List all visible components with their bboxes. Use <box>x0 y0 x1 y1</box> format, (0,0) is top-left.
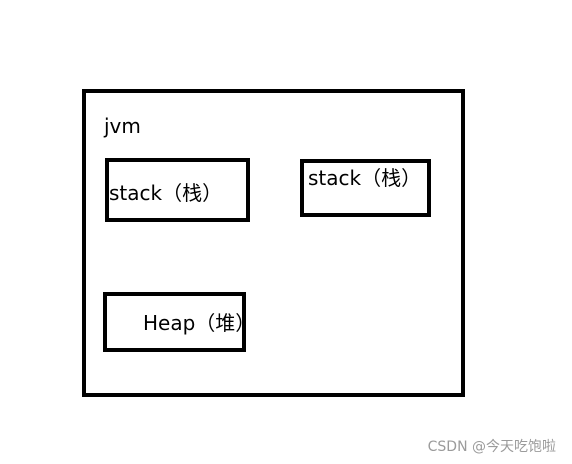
stack-left-label: stack（栈） <box>109 181 223 205</box>
stack-right-label: stack（栈） <box>308 166 422 190</box>
stack-box-right <box>300 159 431 217</box>
jvm-label: jvm <box>104 114 141 138</box>
heap-label: Heap（堆） <box>143 311 246 335</box>
csdn-watermark: CSDN @今天吃饱啦 <box>427 439 556 455</box>
heap-box: Heap（堆） <box>103 292 246 352</box>
stack-box-left <box>105 158 250 222</box>
